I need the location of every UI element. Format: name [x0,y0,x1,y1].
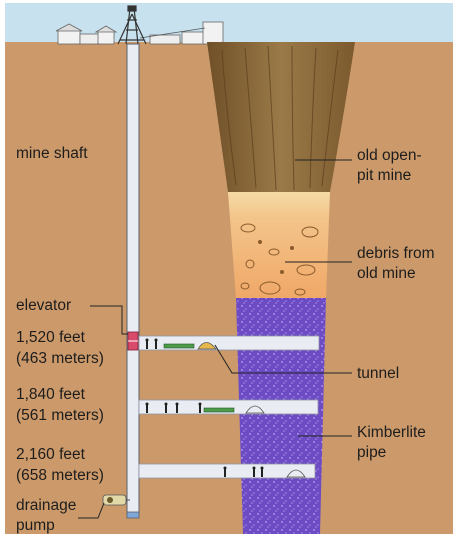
label-tunnel: tunnel [357,364,399,384]
label-level-2-meters: (561 meters) [16,406,104,426]
kimberlite-pipe [236,298,326,534]
label-elevator: elevator [16,296,71,316]
label-old-open-pit-line1: old open- [357,146,422,166]
label-debris-line1: debris from [357,244,435,264]
label-kimberlite-line1: Kimberlite [357,423,426,443]
label-level-3-feet: 2,160 feet [16,445,85,465]
label-drainage-pump-line1: drainage [16,496,76,516]
label-level-3-meters: (658 meters) [16,466,104,486]
label-drainage-pump-line2: pump [16,516,55,536]
mine-shaft [127,44,139,514]
debris-from-old-mine [228,192,330,298]
label-level-1-feet: 1,520 feet [16,328,85,348]
label-level-2-feet: 1,840 feet [16,385,85,405]
label-old-open-pit-line2: pit mine [357,166,411,186]
label-mine-shaft: mine shaft [16,144,88,164]
shaft-bottom [127,512,139,518]
drainage-pump-device [103,495,130,505]
label-debris-line2: old mine [357,264,416,284]
label-level-1-meters: (463 meters) [16,349,104,369]
label-kimberlite-line2: pipe [357,443,386,463]
open-pit [207,42,355,192]
